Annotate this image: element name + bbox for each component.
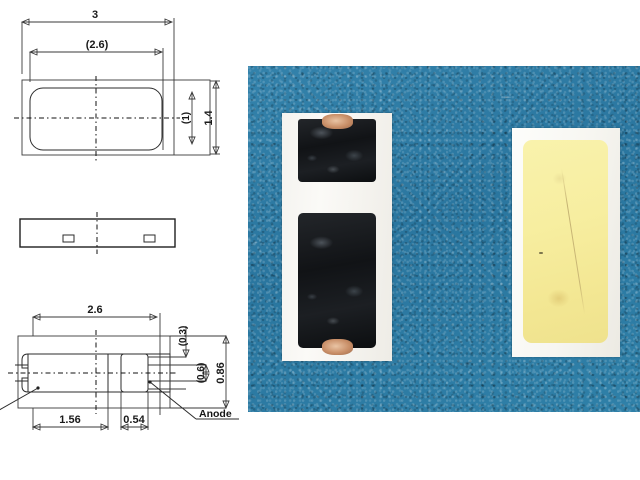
dim-label-cathode-pad-len: 1.56	[59, 414, 80, 426]
dim-pad-span: 2.6	[31, 304, 161, 415]
dim-label-pad-span: 2.6	[87, 304, 102, 316]
led-component-emitting-side	[512, 128, 620, 357]
cathode-leader-line	[0, 387, 39, 411]
led-component-pad-side	[282, 113, 392, 361]
dim-overall-width: 1.4	[203, 79, 220, 156]
anode-leader-line	[149, 381, 197, 420]
top-view-group: 3 (2.6)	[14, 9, 220, 163]
dim-label-overall-width: 1.4	[203, 109, 215, 125]
solder-blob-upper	[322, 114, 353, 129]
phosphor-speck-mark	[539, 252, 543, 254]
anode-leader-dot	[148, 380, 152, 384]
dim-inner-length: (2.6)	[28, 39, 164, 150]
dim-inner-width: (1)	[181, 90, 196, 146]
cathode-notch-upper	[21, 353, 29, 369]
led-phosphor-window	[523, 140, 608, 343]
dim-pad-gap: (0.3)	[178, 326, 190, 359]
led-pad-lower	[298, 213, 376, 348]
dim-label-inner-width: (1)	[181, 112, 192, 124]
drawing-svg: 3 (2.6)	[0, 9, 239, 431]
top-view-package-outline	[29, 87, 163, 151]
dim-label-inner-length: (2.6)	[86, 39, 109, 51]
side-view-body	[19, 218, 176, 248]
led-pad-upper	[298, 119, 376, 182]
dim-label-pad-gap: (0.3)	[178, 326, 189, 347]
bottom-view-body-outline	[17, 335, 171, 409]
cathode-leader-dot	[36, 386, 40, 390]
anode-callout-label: Anode	[199, 408, 232, 420]
side-view-pad-right	[143, 234, 156, 243]
led-photograph	[248, 66, 640, 412]
dim-pad-inner-width: (0.6)	[196, 363, 210, 384]
phosphor-crack-mark	[561, 167, 586, 315]
dim-label-anode-pad-len: 0.54	[123, 414, 145, 426]
package-outline-drawing: 3 (2.6)	[0, 0, 248, 480]
dim-label-overall-length: 3	[92, 9, 98, 21]
dim-pad-outer-width: 0.86	[215, 334, 230, 410]
dim-label-pad-inner-width: (0.6)	[196, 363, 207, 384]
side-view-group	[19, 212, 176, 254]
dim-anode-pad-len: 0.54	[119, 392, 150, 431]
cathode-notch-lower	[21, 377, 29, 393]
dim-overall-length: 3	[20, 9, 175, 155]
bottom-view-group: 2.6	[0, 304, 239, 431]
side-view-pad-left	[62, 234, 75, 243]
dim-label-pad-outer-width: 0.86	[215, 362, 227, 383]
solder-blob-lower	[322, 339, 353, 355]
dim-cathode-pad-len: 1.56	[31, 392, 110, 431]
